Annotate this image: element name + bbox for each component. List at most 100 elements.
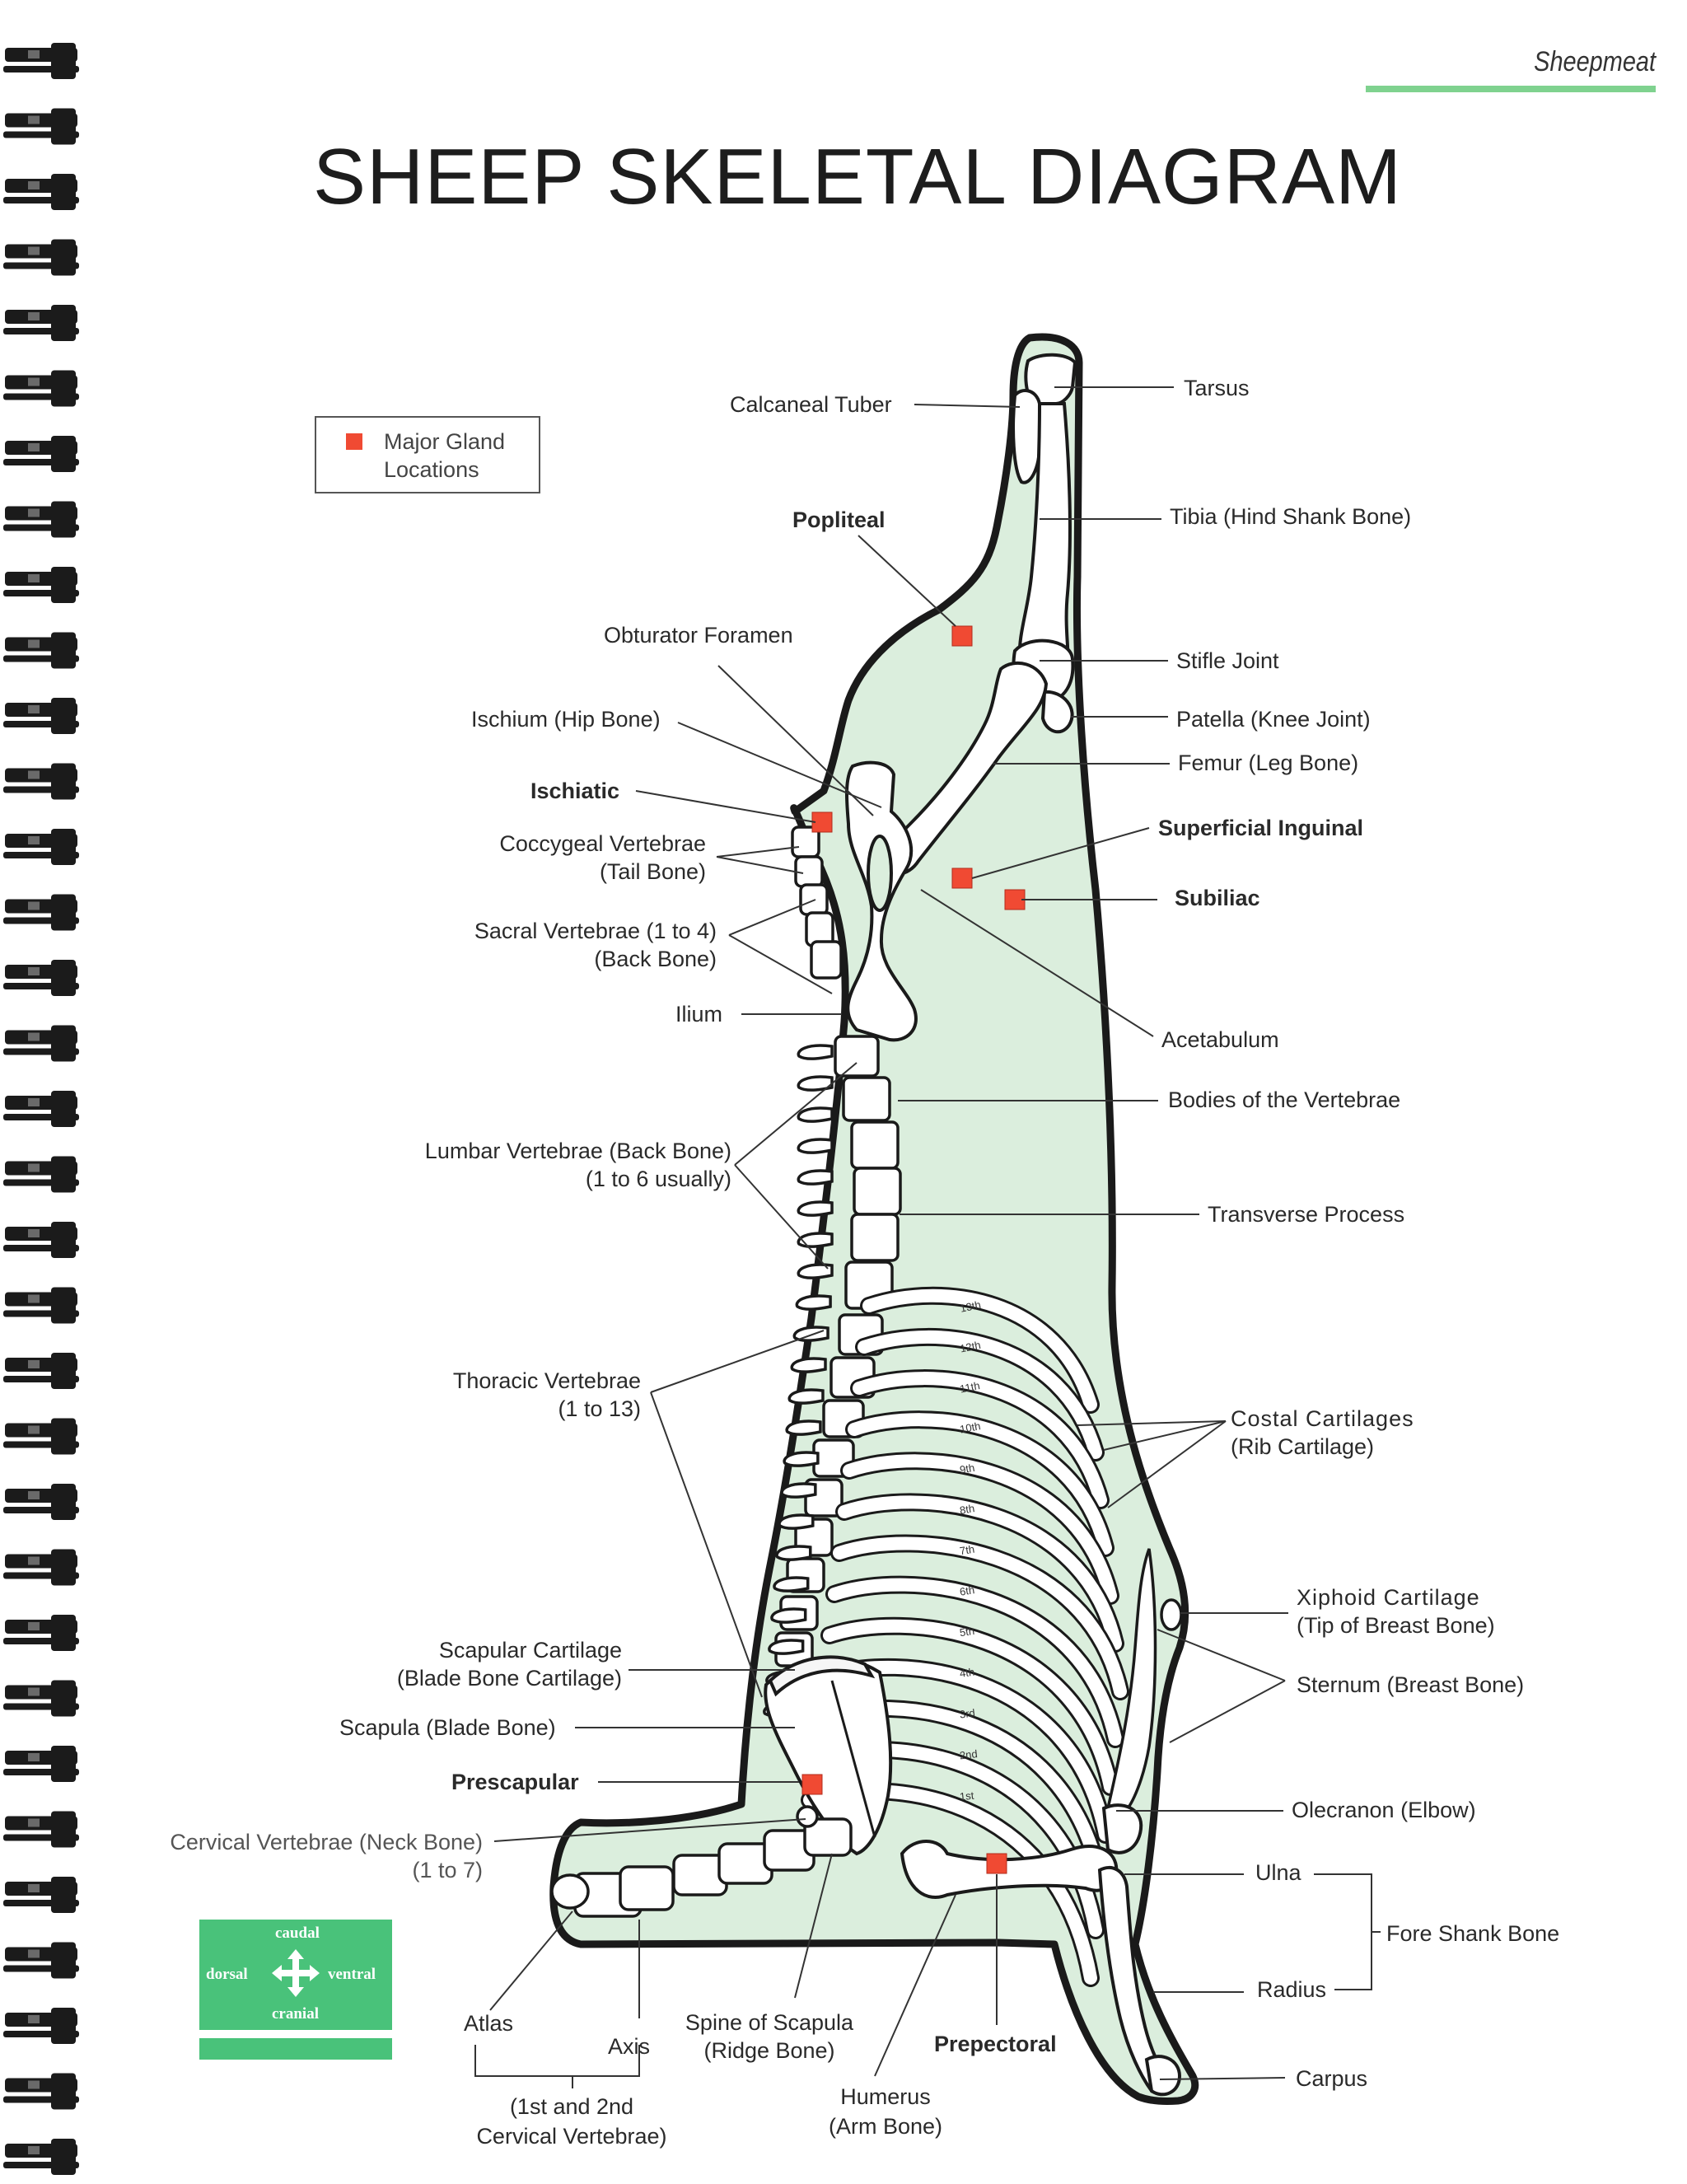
rib: 11th: [850, 1369, 1110, 1509]
label-spine-scapula-1: Spine of Scapula: [685, 2010, 854, 2035]
section-tag: Sheepmeat: [1534, 46, 1656, 77]
label-popliteal: Popliteal: [792, 507, 886, 532]
leader-line: [1107, 1420, 1227, 1508]
label-scapular-cartilage-1: Scapular Cartilage: [438, 1638, 622, 1663]
rib-label: 9th: [959, 1461, 975, 1476]
rib-label: 10th: [959, 1419, 982, 1435]
binding-ring: [3, 2073, 79, 2110]
rib: 6th: [825, 1575, 1124, 1748]
page-title: SHEEP SKELETAL DIAGRAM: [313, 133, 1402, 221]
binding-ring: [3, 1811, 79, 1848]
rib: 5th: [820, 1616, 1119, 1796]
vertebra: [834, 1035, 880, 1078]
binding-ring: [3, 1091, 79, 1127]
binding-ring: [3, 1484, 79, 1520]
orientation-left: dorsal: [206, 1966, 248, 1983]
rib: 7th: [830, 1534, 1129, 1700]
leader-line: [1157, 1629, 1286, 1681]
cervical-knob: [796, 1805, 819, 1828]
rib-label: 13th: [959, 1298, 982, 1315]
leader-line: [1077, 1420, 1227, 1426]
binding-ring: [3, 567, 79, 603]
label-thoracic-2: (1 to 13): [558, 1396, 641, 1421]
calcaneal-tuber-bone: [1012, 389, 1041, 484]
label-cervical-note-1: (1st and 2nd: [509, 2094, 634, 2119]
leader-line: [971, 827, 1150, 879]
gland-marker: [951, 868, 973, 889]
scapular-cartilage: [768, 1655, 876, 1697]
binding-ring: [3, 43, 79, 79]
spinous-process: [797, 1106, 834, 1123]
orientation-bar: [199, 2038, 392, 2060]
rib-label: 7th: [959, 1543, 975, 1558]
rib-label: 11th: [959, 1379, 981, 1395]
rib: 9th: [840, 1452, 1119, 1605]
label-ischiatic: Ischiatic: [530, 779, 620, 803]
binding-ring: [3, 1287, 79, 1324]
label-tarsus: Tarsus: [1184, 376, 1250, 400]
spinous-process: [775, 1545, 812, 1561]
spinous-process: [797, 1169, 834, 1186]
spinous-process: [795, 1294, 832, 1311]
binding-ring: [3, 108, 79, 145]
rib-label: 1st: [959, 1789, 974, 1803]
binding-ring: [3, 501, 79, 538]
atlas-bone: [550, 1873, 590, 1910]
binding-ring: [3, 239, 79, 276]
label-scapular-cartilage-2: (Blade Bone Cartilage): [396, 1666, 622, 1691]
leader-line: [677, 722, 882, 808]
leader-line: [914, 404, 1021, 408]
rib-cage: 13th12th11th10th9th8th7th6th5th4th3rd2nd…: [801, 1286, 1129, 1987]
legend-box: Major Gland Locations: [315, 416, 540, 493]
binding-ring: [3, 1680, 79, 1717]
label-atlas: Atlas: [464, 2011, 514, 2036]
label-carpus: Carpus: [1296, 2066, 1368, 2091]
leader-line: [1103, 1420, 1227, 1451]
binding-ring: [3, 1942, 79, 1979]
leader-line: [716, 856, 804, 874]
leader-line: [874, 1894, 956, 2077]
label-humerus-1: Humerus: [840, 2084, 931, 2109]
label-tibia: Tibia (Hind Shank Bone): [1170, 504, 1412, 529]
leader-line: [493, 1818, 806, 1842]
label-bodies-vertebrae: Bodies of the Vertebrae: [1168, 1087, 1401, 1112]
label-lumbar-1: Lumbar Vertebrae (Back Bone): [424, 1139, 731, 1163]
label-calcaneal-tuber: Calcaneal Tuber: [730, 392, 892, 417]
binding-ring: [3, 436, 79, 472]
legend-text: Major Gland Locations: [384, 429, 506, 482]
spinous-process: [780, 1482, 817, 1499]
spiral-binding: [3, 43, 79, 2175]
orientation-bottom: cranial: [272, 2005, 319, 2023]
rib-label: 4th: [959, 1666, 975, 1680]
hind-limb-bones: [883, 353, 1077, 876]
binding-ring: [3, 960, 79, 996]
label-sacral-1: Sacral Vertebrae (1 to 4): [474, 919, 717, 943]
label-coccygeal-2: (Tail Bone): [599, 859, 706, 884]
orientation-top: caudal: [275, 1924, 320, 1942]
spinous-process: [778, 1513, 815, 1530]
rib: 8th: [835, 1493, 1124, 1653]
carpus-bone: [1144, 2055, 1182, 2097]
spinous-process: [785, 1419, 822, 1436]
rib: 13th: [860, 1286, 1100, 1414]
rib-label: 3rd: [959, 1706, 975, 1720]
label-spine-scapula-2: (Ridge Bone): [703, 2038, 835, 2063]
leader-line: [716, 846, 800, 858]
vertebra: [810, 940, 843, 980]
label-femur: Femur (Leg Bone): [1178, 751, 1359, 775]
vertebra: [842, 1076, 891, 1122]
binding-ring: [3, 1025, 79, 1062]
spinous-process: [787, 1388, 825, 1405]
vertebra: [850, 1213, 900, 1262]
binding-ring: [3, 894, 79, 931]
obturator-foramen: [867, 835, 893, 912]
label-thoracic-1: Thoracic Vertebrae: [452, 1368, 641, 1393]
fore-shank-bracket: [1314, 1873, 1372, 1990]
leader-line: [1169, 1680, 1286, 1743]
label-axis: Axis: [608, 2034, 651, 2059]
binding-ring: [3, 1156, 79, 1193]
leader-line: [858, 535, 956, 627]
label-superficial-inguinal: Superficial Inguinal: [1158, 816, 1364, 840]
leader-line: [489, 1910, 573, 2011]
